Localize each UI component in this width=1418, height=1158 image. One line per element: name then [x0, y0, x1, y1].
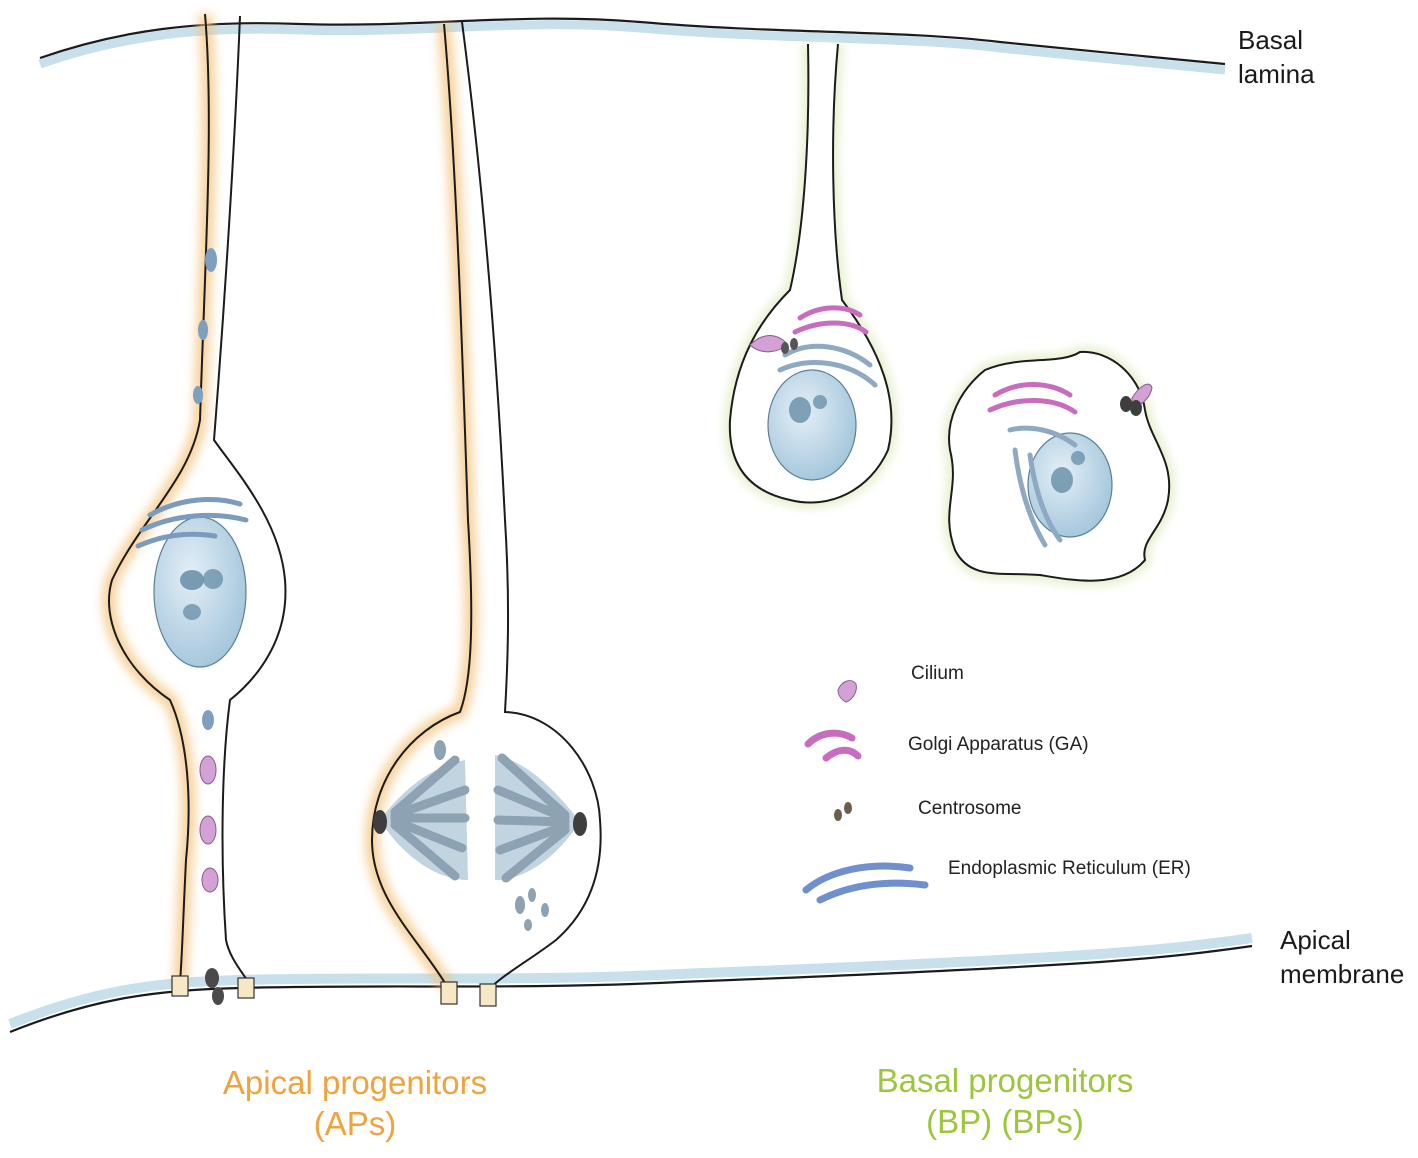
bp1-nucleus: [767, 369, 857, 481]
centrosome-icon: [834, 802, 852, 821]
bp2-nucleolus: [1071, 451, 1085, 465]
bp1-er: [777, 343, 878, 388]
bp1-nucleolus: [789, 397, 811, 423]
ap2-organelles: [434, 740, 549, 931]
ap1-nucleolus: [183, 604, 201, 620]
basal-lamina-line-1: Basal: [1238, 25, 1304, 55]
basal-progenitor-cell-1: [724, 43, 897, 508]
ap2-spindle-right: [493, 753, 587, 883]
ap1-outline: [108, 13, 287, 986]
ap1-junction-left: [171, 975, 189, 997]
bp1-outline: [728, 43, 893, 504]
bp2-golgi: [987, 382, 1078, 415]
apical-membrane-line-2: membrane: [1280, 958, 1405, 989]
apical-membrane-line-1: Apical: [1280, 925, 1351, 955]
ap1-nucleolus: [180, 570, 204, 590]
ap1-nucleus: [153, 516, 247, 668]
bp1-golgi: [792, 305, 869, 335]
basal-lamina: [38, 17, 1226, 75]
er-icon: [802, 862, 929, 904]
basal-lamina-label: Basal lamina: [1238, 24, 1315, 92]
ap2-outline: [370, 21, 602, 993]
bp2-nucleolus: [1051, 467, 1073, 493]
legend-icons: [802, 680, 929, 904]
apical-progenitors-line-1: Apical progenitors: [222, 1064, 488, 1101]
basal-progenitors-label: Basal progenitors (BP) (BPs): [820, 1060, 1190, 1143]
legend-label-er: Endoplasmic Reticulum (ER): [948, 858, 1191, 879]
legend-label-cilium: Cilium: [911, 663, 964, 684]
legend-label-golgi: Golgi Apparatus (GA): [908, 734, 1089, 755]
apical-progenitors-label: Apical progenitors (APs): [170, 1062, 540, 1145]
ap2-junction-right: [479, 983, 497, 1007]
ap1-junction-right: [237, 977, 255, 999]
basal-progenitors-line-2: (BP) (BPs): [926, 1103, 1084, 1141]
basal-lamina-line-2: lamina: [1238, 58, 1315, 89]
bp1-nucleolus: [813, 395, 827, 409]
golgi-icon: [804, 729, 862, 762]
ap1-centrosome: [205, 968, 224, 1005]
apical-progenitors-line-2: (APs): [313, 1105, 397, 1143]
ap1-nucleolus: [203, 569, 223, 589]
apical-membrane-label: Apical membrane: [1280, 924, 1404, 992]
bp2-centrosome: [1120, 396, 1142, 416]
cilium-icon: [837, 680, 857, 703]
basal-progenitors-line-1: Basal progenitors: [876, 1062, 1134, 1099]
bp2-er: [1007, 425, 1078, 548]
apical-progenitor-cell-1: [102, 13, 287, 1005]
basal-progenitor-cell-2: [944, 346, 1175, 586]
apical-progenitor-cell-2: [364, 21, 602, 1007]
bp1-centrosome: [781, 338, 798, 354]
apical-membrane: [8, 933, 1253, 1034]
ap1-organelles: [193, 248, 219, 893]
ap2-spindle-left: [373, 755, 470, 881]
ap2-junction-left: [440, 981, 458, 1005]
ap1-er-stacks: [135, 497, 249, 549]
legend-label-centrosome: Centrosome: [918, 798, 1022, 819]
